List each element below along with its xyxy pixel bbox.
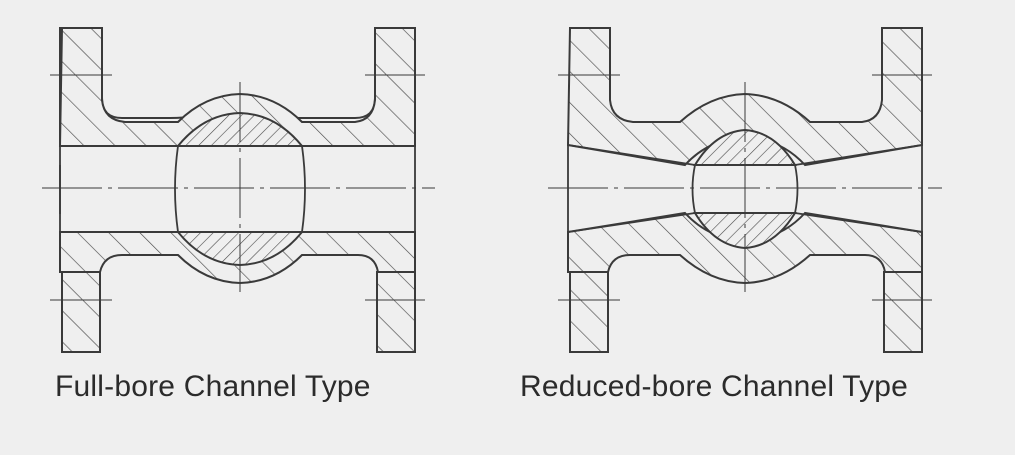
reduced-bore-caption: Reduced-bore Channel Type	[520, 370, 909, 403]
full-bore-right-lower-flange	[376, 271, 416, 353]
full-bore-left-lower-flange	[61, 271, 101, 353]
full-bore-centerlines	[42, 74, 435, 301]
full-bore-bore-outline	[59, 145, 416, 233]
reduced-bore-left-lower-flange	[569, 271, 609, 353]
reduced-bore-centerlines	[548, 74, 942, 301]
full-bore-caption: Full-bore Channel Type	[55, 370, 371, 403]
reduced-bore-right-lower-flange	[883, 271, 923, 353]
full-bore-valve	[58, 27, 416, 353]
